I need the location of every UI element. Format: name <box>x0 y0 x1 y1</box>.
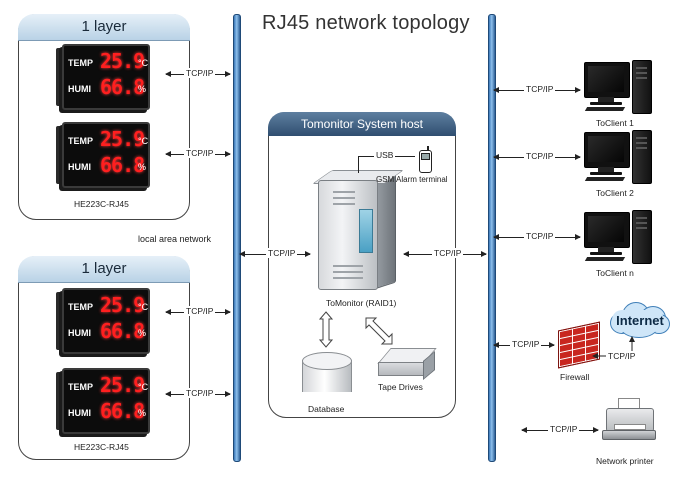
humi-unit: % <box>138 328 147 338</box>
temp-value: 25.9 <box>100 293 145 317</box>
database-label: Database <box>308 404 345 414</box>
link-label: TCP/IP <box>510 339 542 349</box>
led-display-panel: TEMP 25.9 °C HUMI 66.8 % <box>56 368 150 436</box>
link-label: TCP/IP <box>524 231 556 241</box>
printer-icon <box>602 398 660 444</box>
internet-label: Internet <box>616 313 664 328</box>
humi-unit: % <box>138 162 147 172</box>
link-label: TCP/IP <box>524 84 556 94</box>
humi-value: 66.8 <box>100 319 145 343</box>
server-label: ToMonitor (RAID1) <box>326 298 397 308</box>
database-icon <box>302 352 352 402</box>
link-arrow: TCP/IP <box>493 151 581 161</box>
link-arrow: TCP/IP <box>239 248 311 258</box>
humi-value: 66.8 <box>100 399 145 423</box>
link-arrow: TCP/IP <box>493 339 555 349</box>
temp-label: TEMP <box>68 302 94 312</box>
group-header: 1 layer <box>18 14 190 41</box>
led-display-panel: TEMP 25.9 °C HUMI 66.8 % <box>56 122 150 190</box>
link-label: TCP/IP <box>184 306 216 316</box>
temp-label: TEMP <box>68 382 94 392</box>
computer-icon <box>584 210 654 268</box>
temp-value: 25.9 <box>100 373 145 397</box>
link-label: TCP/IP <box>184 388 216 398</box>
link-label: TCP/IP <box>266 248 298 258</box>
temp-unit: °C <box>138 382 149 392</box>
temp-value: 25.9 <box>100 49 145 73</box>
storage-arrows <box>318 311 393 348</box>
firewall-label: Firewall <box>560 372 590 382</box>
link-arrow: TCP/IP <box>493 84 581 94</box>
led-display-panel: TEMP 25.9 °C HUMI 66.8 % <box>56 288 150 356</box>
link-label: TCP/IP <box>606 351 638 361</box>
humi-unit: % <box>138 84 147 94</box>
host-header: Tomonitor System host <box>268 112 456 136</box>
tape-label: Tape Drives <box>378 382 423 392</box>
lan-bus-left <box>233 14 241 462</box>
temp-unit: °C <box>138 58 149 68</box>
cloud-icon: Internet <box>606 300 670 340</box>
humi-label: HUMI <box>68 84 91 94</box>
link-arrow: TCP/IP <box>165 148 231 158</box>
humi-label: HUMI <box>68 328 91 338</box>
computer-icon <box>584 60 654 118</box>
usb-label: USB <box>374 150 396 160</box>
temp-unit: °C <box>138 136 149 146</box>
link-arrow: TCP/IP <box>165 68 231 78</box>
link-label: TCP/IP <box>548 424 580 434</box>
tape-drive-icon <box>377 348 437 381</box>
humi-unit: % <box>138 408 147 418</box>
lan-label: local area network <box>138 234 212 244</box>
client-label: ToClient 1 <box>596 118 634 128</box>
computer-icon <box>584 130 654 188</box>
device-model-label: HE223C-RJ45 <box>74 199 129 209</box>
client-label: ToClient n <box>596 268 634 278</box>
humi-label: HUMI <box>68 162 91 172</box>
link-arrow: TCP/IP <box>493 231 581 241</box>
client-label: ToClient 2 <box>596 188 634 198</box>
link-arrow: TCP/IP <box>521 424 599 434</box>
printer-label: Network printer <box>596 456 654 466</box>
phone-icon <box>418 146 432 173</box>
temp-unit: °C <box>138 302 149 312</box>
temp-value: 25.9 <box>100 127 145 151</box>
humi-value: 66.8 <box>100 75 145 99</box>
gsm-label: GSM Alarm terminal <box>376 175 448 184</box>
link-label: TCP/IP <box>184 68 216 78</box>
device-model-label: HE223C-RJ45 <box>74 442 129 452</box>
link-label: TCP/IP <box>524 151 556 161</box>
link-label: TCP/IP <box>184 148 216 158</box>
temp-label: TEMP <box>68 58 94 68</box>
humi-label: HUMI <box>68 408 91 418</box>
led-display-panel: TEMP 25.9 °C HUMI 66.8 % <box>56 44 150 112</box>
temp-label: TEMP <box>68 136 94 146</box>
server-icon <box>312 170 404 290</box>
link-label: TCP/IP <box>432 248 464 258</box>
group-header: 1 layer <box>18 256 190 283</box>
link-arrow: TCP/IP <box>165 306 231 316</box>
diagram-title: RJ45 network topology <box>262 12 470 34</box>
humi-value: 66.8 <box>100 153 145 177</box>
link-arrow: TCP/IP <box>403 248 487 258</box>
link-arrow: TCP/IP <box>165 388 231 398</box>
